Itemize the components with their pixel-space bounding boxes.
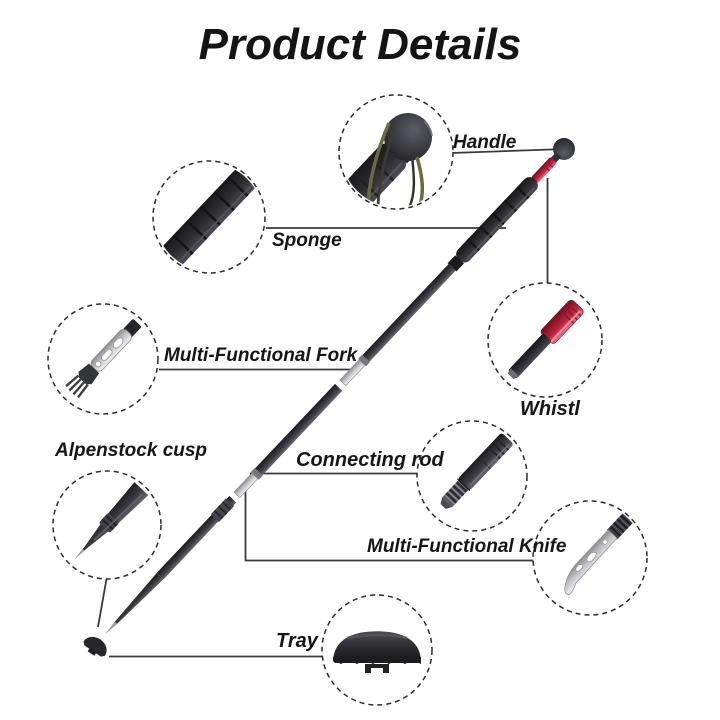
label-handle: Handle: [453, 132, 517, 153]
knife-line: [244, 489, 534, 562]
tray-callout: [321, 594, 433, 706]
cusp-callout: [52, 470, 162, 580]
sponge-zoom-illustration: [161, 167, 257, 267]
handle-callout: [338, 94, 454, 210]
label-knife: Multi-Functional Knife: [367, 536, 567, 557]
pole-sponge-grip: [456, 177, 538, 263]
fork-callout: [47, 303, 159, 415]
sponge-callout: [152, 160, 266, 274]
label-sponge: Sponge: [272, 230, 342, 251]
pole-knife-section: [233, 472, 259, 499]
cusp-line: [97, 578, 108, 628]
whistle-zoom-illustration: [507, 299, 584, 380]
page-title: Product Details: [198, 20, 522, 69]
pole-tip-taper: [112, 573, 164, 626]
connecting-rod-callout: [416, 420, 528, 532]
connecting-rod-zoom-illustration: [440, 433, 513, 509]
handle-cord: [366, 122, 391, 203]
label-cusp: Alpenstock cusp: [55, 440, 208, 461]
pole-fork-section: [339, 359, 366, 387]
whistle-callout: [487, 282, 603, 398]
callout-lines: [97, 148, 566, 658]
tray-zoom-illustration: [333, 631, 421, 673]
pole-knob: [553, 138, 575, 160]
label-fork: Multi-Functional Fork: [164, 345, 358, 366]
knife-callout: [532, 500, 648, 616]
fork-zoom-illustration: [65, 319, 141, 399]
label-connecting-rod: Connecting rod: [296, 449, 444, 471]
pole-tray: [83, 636, 107, 657]
label-whistle: Whistl: [520, 398, 580, 420]
cusp-zoom-illustration: [74, 482, 149, 560]
handle-line: [450, 148, 566, 154]
knife-zoom-illustration: [564, 512, 634, 596]
label-tray: Tray: [276, 630, 318, 652]
pole-whistle-section: [532, 157, 557, 183]
trekking-pole: [105, 138, 575, 635]
